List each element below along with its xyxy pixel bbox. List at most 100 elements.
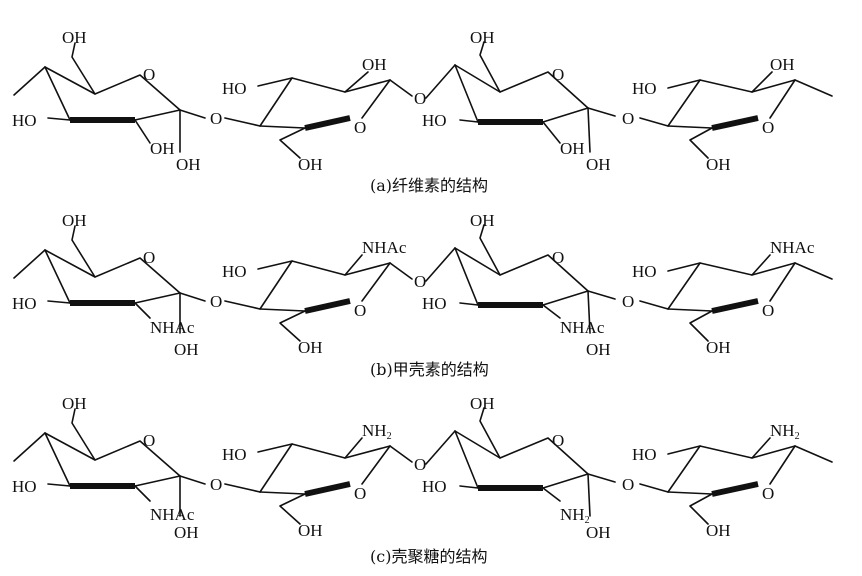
glucose-unit-1: OH O HO NHAc OH [12, 211, 206, 359]
c2-substituent-label: NHAc [150, 318, 195, 337]
ring-oxygen-label: O [552, 248, 564, 267]
ho-label: HO [222, 262, 247, 281]
ring-back-bonds [454, 64, 589, 109]
cellulose-structure: OH O HO OH OH O OH HO O OH [12, 28, 833, 195]
ho-label: HO [632, 262, 657, 281]
ch2oh-bonds [279, 127, 306, 159]
top-substituent-label: NH2 [362, 421, 392, 442]
terminal-bond [794, 79, 833, 97]
chitin-structure: OH O HO NHAc OH O NHAc HO O OH [12, 211, 833, 379]
ho-label: HO [632, 79, 657, 98]
ho-bond [667, 79, 701, 89]
bridge-bond [224, 117, 261, 127]
ring-oxygen-label: O [762, 484, 774, 503]
ch2oh-label: OH [62, 28, 87, 47]
ring-oxygen-label: O [354, 118, 366, 137]
anomeric-oh-label: OH [586, 155, 611, 174]
glucose-unit-2: O NH2 HO O OH [210, 421, 413, 540]
ch2oh-label: OH [62, 211, 87, 230]
ho-label: HO [222, 445, 247, 464]
ho-bond [459, 119, 479, 123]
ho-label: HO [12, 477, 37, 496]
bridge-oxygen-label: O [622, 475, 634, 494]
ho-label: HO [632, 445, 657, 464]
ho-label: HO [222, 79, 247, 98]
ch2oh-label: OH [470, 28, 495, 47]
ring-oxygen-label: O [143, 248, 155, 267]
ring-oxygen-label: O [762, 301, 774, 320]
bridge-oxygen-label: O [414, 272, 426, 291]
c2-substituent-label: NHAc [560, 318, 605, 337]
ring-oxygen-label: O [143, 65, 155, 84]
ch2oh-bonds [479, 41, 501, 93]
bridge-out-bond [389, 79, 413, 97]
anomeric-oh-label: OH [174, 523, 199, 542]
ch2oh-label: OH [298, 338, 323, 357]
terminal-bond [13, 66, 46, 96]
ring-oxygen-label: O [552, 431, 564, 450]
ring-back-bonds [44, 66, 181, 111]
bridge-oxygen-label: O [210, 475, 222, 494]
glucose-unit-4: O NHAc HO O OH [622, 238, 833, 357]
bridge-oxygen-label: O [622, 109, 634, 128]
glucose-unit-3: O OH O HO NHAc OH [414, 211, 616, 359]
glucose-unit-1: OH O HO OH OH [12, 28, 206, 174]
chitosan-structure: OH O HO NHAc OH O NH2 HO O OH [12, 394, 833, 566]
ring-side-bonds [44, 66, 181, 121]
glucose-unit-4: O OH HO O OH [622, 55, 833, 174]
chitin-caption: (b)甲壳素的结构 [370, 360, 489, 379]
ring-oxygen-label: O [354, 484, 366, 503]
ring-front-bond [711, 115, 759, 131]
ch2oh-label: OH [706, 521, 731, 540]
c2-substituent-label: NH2 [560, 505, 590, 526]
substituent-bonds [542, 107, 616, 153]
glucose-unit-1: OH O HO NHAc OH [12, 394, 206, 542]
bridge-oxygen-label: O [210, 292, 222, 311]
top-substituent-label: NH2 [770, 421, 800, 442]
ch2oh-label: OH [62, 394, 87, 413]
ho-bond [47, 117, 71, 121]
ring-oxygen-label: O [762, 118, 774, 137]
anomeric-oh-label: OH [176, 155, 201, 174]
bridge-oxygen-label: O [210, 109, 222, 128]
anomeric-oh-label: OH [174, 340, 199, 359]
chitosan-caption: (c)壳聚糖的结构 [370, 547, 487, 566]
c2-substituent-label: NHAc [150, 505, 195, 524]
ring-side-bonds [454, 64, 589, 123]
ch2oh-label: OH [470, 211, 495, 230]
cellulose-caption: (a)纤维素的结构 [370, 176, 488, 195]
ring-back-bonds [259, 77, 391, 127]
ring-side-bonds [667, 79, 796, 129]
bridge-oxygen-label: O [414, 455, 426, 474]
bridge-oxygen-label: O [414, 89, 426, 108]
ch2oh-label: OH [298, 521, 323, 540]
ch2oh-label: OH [470, 394, 495, 413]
ring-back-bonds [667, 79, 796, 127]
ring-oxygen-label: O [552, 65, 564, 84]
bridge-bond [425, 64, 456, 99]
c2-substituent-label: OH [150, 139, 175, 158]
anomeric-oh-label: OH [586, 340, 611, 359]
glucose-unit-4: O NH2 HO O OH [622, 421, 833, 540]
ho-label: HO [12, 111, 37, 130]
glucose-unit-2: O NHAc HO O OH [210, 238, 413, 357]
ho-bond [257, 77, 293, 87]
ch2oh-label: OH [706, 338, 731, 357]
c2-substituent-label: OH [560, 139, 585, 158]
top-substituent-label: NHAc [770, 238, 815, 257]
ring-side-bonds [259, 79, 391, 129]
top-substituent-label: NHAc [362, 238, 407, 257]
glucose-unit-3: O OH O HO NH2 OH [414, 394, 616, 542]
top-substituent-bond [344, 71, 369, 93]
ch2oh-label: OH [706, 155, 731, 174]
ho-label: HO [12, 294, 37, 313]
ho-label: HO [422, 111, 447, 130]
glucose-unit-2: O OH HO O OH [210, 55, 413, 174]
ch2oh-bonds [689, 127, 713, 159]
bridge-bond [639, 117, 669, 127]
bridge-oxygen-label: O [622, 292, 634, 311]
ch2oh-bonds [71, 42, 96, 95]
top-substituent-label: OH [770, 55, 795, 74]
ch2oh-label: OH [298, 155, 323, 174]
